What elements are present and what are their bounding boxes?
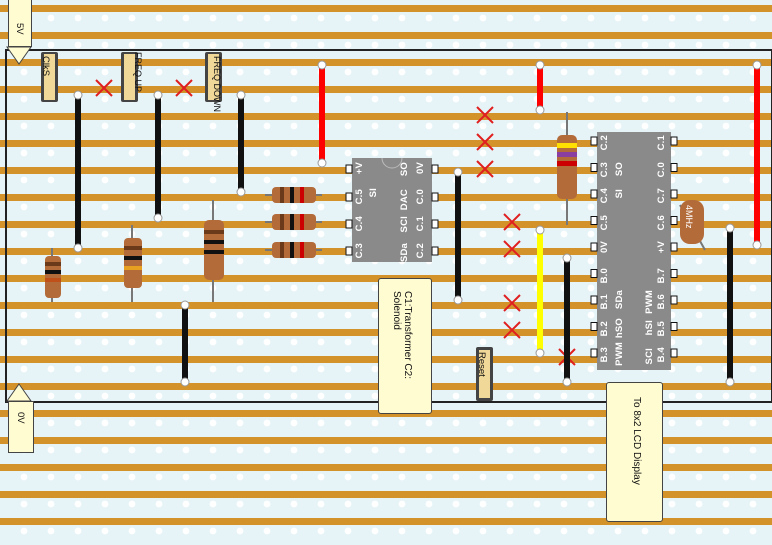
resistor-array [265,187,322,258]
chip2-pin-label: B.1 [599,294,610,310]
chip2-func-label: SDa [614,290,625,310]
copper-strip [0,86,772,93]
chip2-pin-label: B.0 [599,267,610,283]
copper-strip [0,437,772,444]
chip2-pin-label: C.5 [599,214,610,230]
button-reset-label: Reset [476,352,487,377]
chip1-pin-label: C.2 [415,243,426,259]
resistors [45,112,577,302]
chip2-pin-label: C.3 [599,161,610,177]
note-transformer: C1:Transformer C2: Solenoid [378,278,432,414]
chip2-pin-label: C.2 [599,135,610,151]
resistor [557,135,577,199]
cut-mark [175,79,193,97]
chip1-func-label: DAC [399,189,410,211]
crystal-label: 4MHz [684,205,694,229]
chip2-func-label: SO [614,162,625,177]
cut-mark [503,240,521,258]
chip2-func-label: hSI [644,320,655,336]
cut-mark [476,160,494,178]
chip2-pin-label: B.2 [599,320,610,336]
arrow-0v-icon [6,383,32,402]
note-lcd: To 8x2 LCD Display [606,382,663,522]
ic-chip-1 [352,158,432,262]
label-0v: 0V [8,401,34,453]
crystal-oscillator [679,200,706,251]
chip1-func-label: SO [399,162,410,177]
cut-mark [476,133,494,151]
chip1-func-label: SI [368,188,379,198]
button-freq-up-label: FREQ UP [133,52,143,93]
copper-strip [0,464,772,471]
note-transformer-text: C1:Transformer C2: Solenoid [391,291,413,379]
chip1-pin-label: +V [354,162,365,175]
cut-mark [503,294,521,312]
chip2-pin-label: +V [656,241,667,254]
cut-mark [503,321,521,339]
copper-strip [0,140,772,147]
label-0v-text: 0V [15,412,26,424]
chip2-pin-label: B.6 [656,294,667,310]
copper-strip [0,518,772,525]
label-5v-text: 5V [14,23,25,35]
chip2-pin-label: B.7 [656,267,667,283]
chip2-pin-label: 0V [599,241,610,254]
chip2-func-label: PWM [644,290,655,314]
chip1-pin-label: C.3 [354,243,365,259]
wire-links [75,65,760,382]
copper-strip [0,491,772,498]
chip2-func-label: SI [614,189,625,199]
chip2-pins [590,136,678,358]
chip1-func-label: SCl [399,216,410,233]
chip1-func-label: SDa [399,243,410,263]
cut-mark [503,213,521,231]
copper-strip [0,5,772,12]
push-buttons [41,52,493,401]
cut-mark [95,79,113,97]
label-5v: 5V [8,0,32,47]
chip2-func-label: SCl [644,348,655,365]
chip2-pin-label: B.5 [656,320,667,336]
wire-end-holes [73,60,762,387]
arrow-5v-icon [6,46,32,65]
chip2-pin-label: B.3 [599,347,610,363]
chip2-pin-label: C.6 [656,214,667,230]
chip2-pin-label: C.4 [599,188,610,204]
resistor [45,256,61,298]
chip1-pin-label: C.1 [415,216,426,232]
copper-strip [0,59,772,66]
button-clks-label: ClkS [40,56,51,77]
cut-mark [476,106,494,124]
copper-strip [0,32,772,39]
chip2-pin-label: C.0 [656,161,667,177]
chip1-pin-label: C.5 [354,189,365,205]
chip1-pins [345,164,439,256]
chip2-pin-label: B.4 [656,347,667,363]
chip1-pin-label: 0V [415,162,426,175]
chip2-pin-label: C.7 [656,188,667,204]
chip2-func-label: PWM [614,342,625,366]
resistor [124,238,142,288]
button-freq-down-label: FREQ DOWN [212,56,222,112]
chip2-pin-label: C.1 [656,135,667,151]
note-lcd-text: To 8x2 LCD Display [631,397,642,485]
chip2-func-label: hSO [614,318,625,339]
chip1-pin-label: C.4 [354,216,365,232]
ic-chip-2 [597,132,671,370]
copper-strip [0,113,772,120]
chip1-pin-label: C.0 [415,189,426,205]
